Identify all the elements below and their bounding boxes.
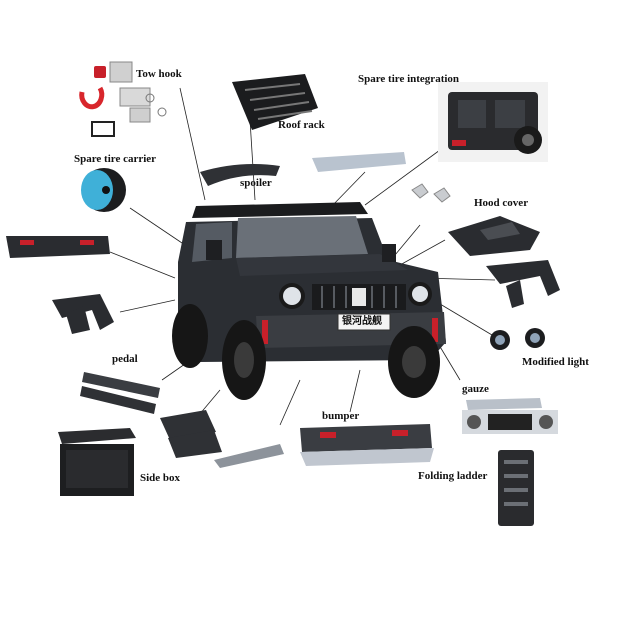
front-bumper-left-part <box>6 236 110 258</box>
rear-flare-parts <box>160 410 222 458</box>
fender-flare-right-part <box>486 260 560 308</box>
label-spare-tire-integration: Spare tire integration <box>358 73 460 85</box>
grille-part <box>462 398 558 434</box>
label-tow-hook: Tow hook <box>136 68 182 80</box>
label-roof-rack: Roof rack <box>278 119 325 131</box>
label-side-box: Side box <box>140 472 181 484</box>
fender-flare-left-part <box>52 294 114 334</box>
label-spare-tire-carrier: Spare tire carrier <box>74 153 157 165</box>
rear-lip-part <box>214 444 284 468</box>
label-folding-ladder: Folding ladder <box>418 470 488 482</box>
spoiler-part <box>200 164 280 186</box>
vehicle-illustration <box>172 202 446 400</box>
folding-ladder-part <box>498 450 534 526</box>
modified-light-parts <box>490 328 545 350</box>
bracket-parts <box>411 183 451 203</box>
side-box-part <box>58 428 136 496</box>
label-bumper: bumper <box>322 410 360 422</box>
light-bar-part <box>312 152 406 172</box>
plate-text: 银河战舰 <box>342 316 382 327</box>
tow-hook-parts <box>79 61 167 137</box>
label-pedal: pedal <box>112 353 138 365</box>
label-gauze: gauze <box>462 383 489 395</box>
label-hood-cover: Hood cover <box>474 197 529 209</box>
bumper-part <box>300 424 434 466</box>
side-step-parts <box>80 372 160 414</box>
hood-cover-part <box>448 216 540 256</box>
spare-tire-integration-photo <box>438 82 548 162</box>
roof-rack-part <box>232 74 318 130</box>
label-modified-light: Modified light <box>522 356 589 368</box>
spare-tire-carrier-part <box>81 168 126 212</box>
label-spoiler: spoiler <box>240 177 272 189</box>
